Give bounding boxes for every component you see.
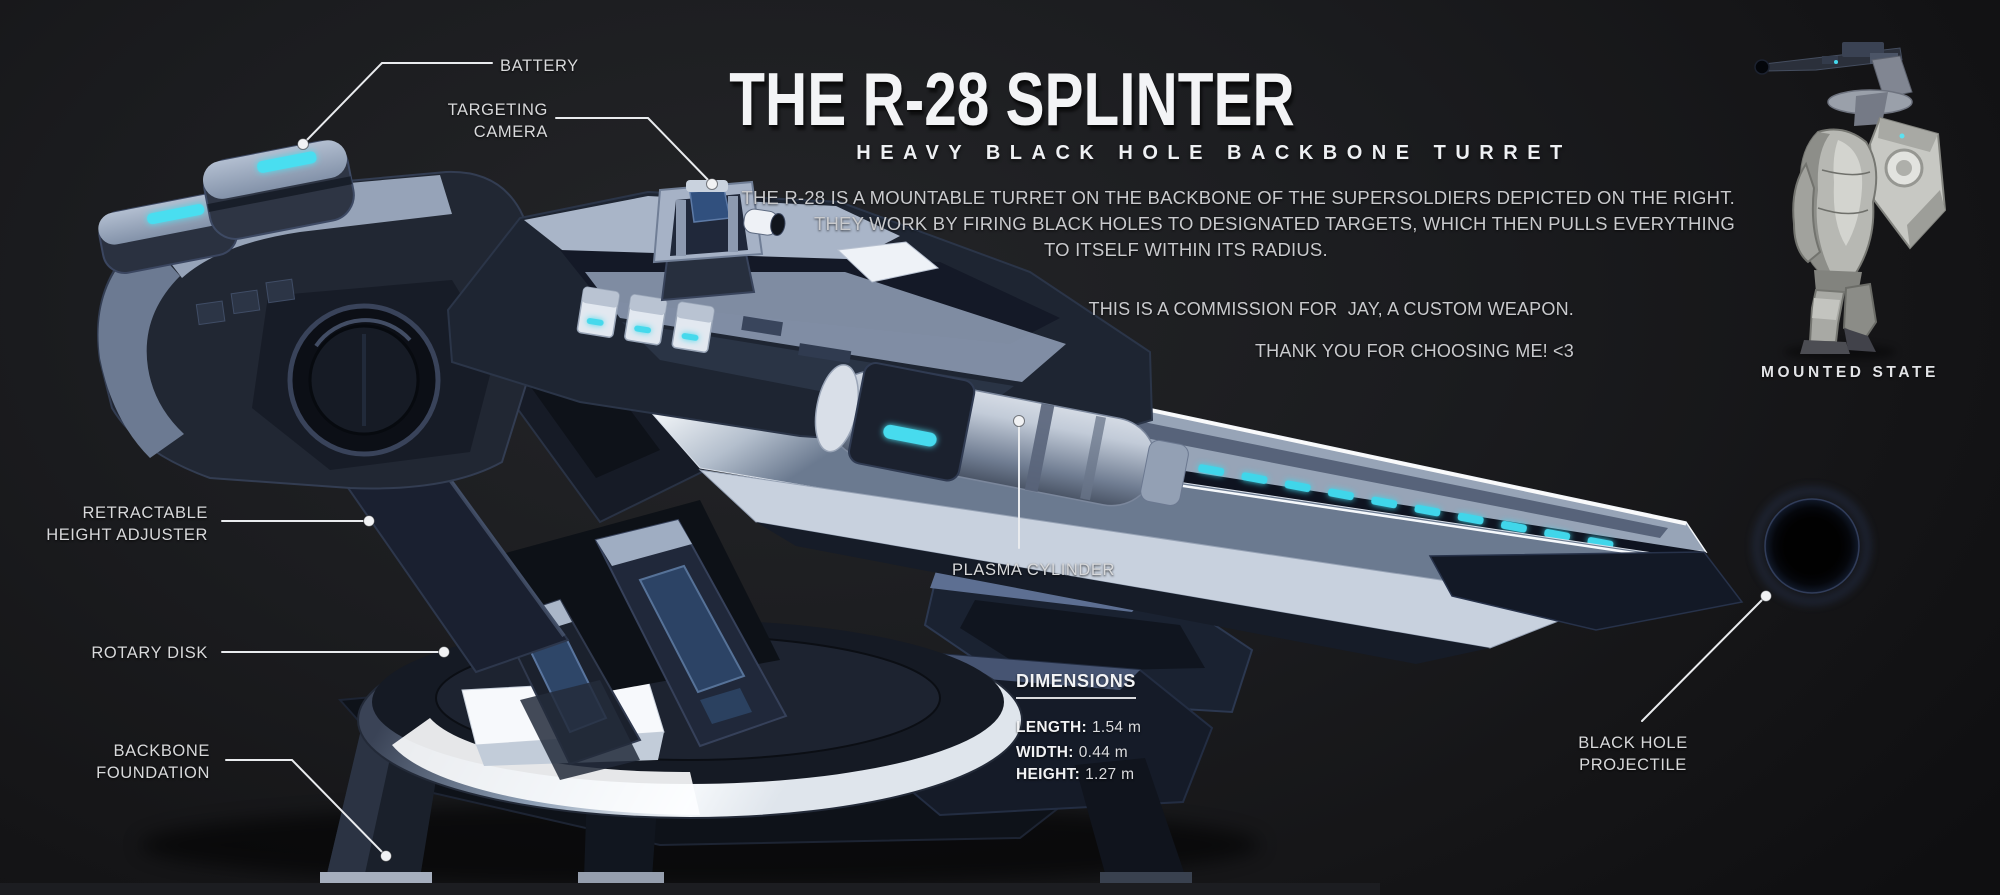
targeting-camera-callout-dot [706,178,718,190]
plasma-cylinder-callout-dot [1013,415,1025,427]
housing-greebles [195,278,296,326]
callout-backbone-foundation-label: BACKBONE FOUNDATION [96,740,210,784]
dimensions-heading: DIMENSIONS [1016,671,1137,699]
callout-rotary-disk-label: ROTARY DISK [91,644,208,662]
dimension-height-row: HEIGHT:1.27 m [1016,766,1134,784]
targeting-camera-part [652,180,786,302]
mounted-soldier-render [1754,42,1947,360]
dimension-length-row: LENGTH:1.54 m [1016,719,1141,737]
callout-black-hole-line2: PROJECTILE [1579,756,1687,774]
page-subtitle: HEAVY BLACK HOLE BACKBONE TURRET [856,142,1572,164]
barrel-glow-strip [1198,464,1614,549]
callout-plasma-cylinder-label: PLASMA CYLINDER [952,561,1116,579]
floor-strip [0,883,1380,895]
callout-battery-label: BATTERY [500,57,579,75]
dimension-height-value: 1.27 m [1085,766,1135,783]
dimension-width-label: WIDTH: [1016,744,1074,761]
black-hole-render [1752,486,1872,606]
battery-callout-line [302,62,493,145]
rotary-disk-callout-dot [438,646,450,658]
battery-callout-dot [297,138,309,150]
callout-backbone-foundation-line1: BACKBONE [113,742,210,760]
black-hole-callout-line [1641,598,1764,722]
backbone-foundation-callout-line [225,759,386,856]
soldier-body [1792,116,1947,354]
thanks-note: THANK YOU FOR CHOOSING ME! <3 [1254,341,1574,361]
callout-black-hole-label: BLACK HOLE PROJECTILE [1578,732,1688,776]
description-line-3: TO ITSELF WITHIN ITS RADIUS. [1044,239,1328,260]
page-title: THE R-28 SPLINTER [729,57,1295,141]
callout-black-hole-line1: BLACK HOLE [1578,734,1688,752]
dimension-height-label: HEIGHT: [1016,766,1081,783]
callout-leader-lines [221,62,1764,856]
targeting-camera-callout-line [555,117,713,185]
description-line-1: THE R-28 IS A MOUNTABLE TURRET ON THE BA… [741,187,1735,208]
black-hole-callout-dot [1760,590,1772,602]
callout-height-adjuster-label: RETRACTABLE HEIGHT ADJUSTER [46,502,208,546]
callout-backbone-foundation-line2: FOUNDATION [96,764,210,782]
dimension-length-label: LENGTH: [1016,719,1087,736]
battery-part [98,140,355,274]
dimension-width-row: WIDTH:0.44 m [1016,744,1128,762]
callout-dots [297,138,1772,862]
height-adjuster-callout-dot [363,515,375,527]
dimension-length-value: 1.54 m [1091,719,1142,736]
backbone-foundation-callout-dot [380,850,392,862]
description-line-2: THEY WORK BY FIRING BLACK HOLES TO DESIG… [813,213,1735,234]
callout-height-adjuster-line2: HEIGHT ADJUSTER [46,526,208,544]
receiver-modules [576,286,852,364]
commission-note: THIS IS A COMMISSION FOR JAY, A CUSTOM W… [1088,299,1574,319]
mounted-turret-icon [1754,42,1913,126]
turret-render [97,140,1744,889]
callout-targeting-camera-line1: TARGETING [447,101,548,119]
dimension-width-value: 0.44 m [1078,744,1128,761]
rear-housing-part [97,170,553,490]
callout-height-adjuster-line1: RETRACTABLE [82,504,208,522]
mounted-state-caption: MOUNTED STATE [1761,364,1939,381]
callout-targeting-camera-line2: CAMERA [473,123,548,141]
receiver-part [446,190,1154,454]
plasma-cylinder-part [814,362,1189,507]
callout-targeting-camera-label: TARGETING CAMERA [448,99,548,143]
